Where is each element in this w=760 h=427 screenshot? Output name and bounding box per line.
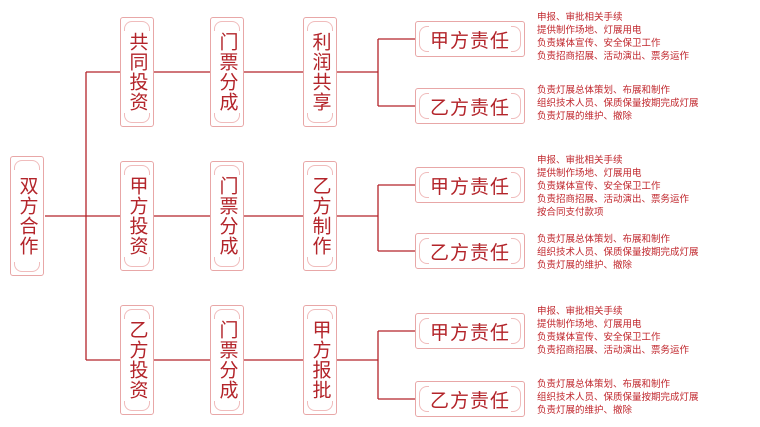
duty-item: 负责灯展总体策划、布展和制作 (537, 234, 671, 245)
duty-item: 负责招商招展、活动演出、票务运作 (537, 345, 690, 356)
duty-item: 负责招商招展、活动演出、票务运作 (537, 51, 690, 62)
party-a-duties-list-2: 申报、审批相关手续 提供制作场地、灯展用电 负责媒体宣传、安全保卫工作 负责招商… (537, 154, 757, 219)
duty-item: 提供制作场地、灯展用电 (537, 168, 642, 179)
mode-node-party-a-approve: 甲方报批 (303, 305, 337, 415)
duty-item: 组织技术人员、保质保量按期完成灯展 (537, 98, 699, 109)
duty-item: 负责灯展总体策划、布展和制作 (537, 379, 671, 390)
mode-node-profit-share: 利润共享 (303, 17, 337, 127)
party-a-duties-list-1: 申报、审批相关手续 提供制作场地、灯展用电 负责媒体宣传、安全保卫工作 负责招商… (537, 11, 757, 63)
duty-item: 提供制作场地、灯展用电 (537, 25, 642, 36)
duty-item: 申报、审批相关手续 (537, 12, 623, 23)
duty-item: 提供制作场地、灯展用电 (537, 319, 642, 330)
duty-item: 负责灯展的维护、撤除 (537, 405, 633, 416)
duty-item: 按合同支付款项 (537, 207, 604, 218)
duty-item: 负责媒体宣传、安全保卫工作 (537, 38, 661, 49)
duty-item: 组织技术人员、保质保量按期完成灯展 (537, 392, 699, 403)
root-node: 双方合作 (10, 156, 44, 276)
duty-item: 负责媒体宣传、安全保卫工作 (537, 332, 661, 343)
party-a-duties-list-3: 申报、审批相关手续 提供制作场地、灯展用电 负责媒体宣传、安全保卫工作 负责招商… (537, 305, 757, 357)
party-b-duty-box-1: 乙方责任 (415, 88, 525, 124)
duty-item: 负责招商招展、活动演出、票务运作 (537, 194, 690, 205)
duty-item: 组织技术人员、保质保量按期完成灯展 (537, 247, 699, 258)
investor-node-joint: 共同投资 (120, 17, 154, 127)
party-a-duty-box-1: 甲方责任 (415, 21, 525, 57)
party-a-duty-box-3: 甲方责任 (415, 313, 525, 349)
investor-node-party-a: 甲方投资 (120, 161, 154, 271)
duty-item: 负责灯展的维护、撤除 (537, 260, 633, 271)
party-b-duties-list-2: 负责灯展总体策划、布展和制作 组织技术人员、保质保量按期完成灯展 负责灯展的维护… (537, 233, 757, 272)
party-b-duties-list-1: 负责灯展总体策划、布展和制作 组织技术人员、保质保量按期完成灯展 负责灯展的维护… (537, 84, 757, 123)
ticket-node-2: 门票分成 (210, 161, 244, 271)
duty-item: 负责媒体宣传、安全保卫工作 (537, 181, 661, 192)
party-b-duties-list-3: 负责灯展总体策划、布展和制作 组织技术人员、保质保量按期完成灯展 负责灯展的维护… (537, 378, 757, 417)
investor-node-party-b: 乙方投资 (120, 305, 154, 415)
mode-node-party-b-produce: 乙方制作 (303, 161, 337, 271)
duty-item: 负责灯展的维护、撤除 (537, 111, 633, 122)
duty-item: 申报、审批相关手续 (537, 155, 623, 166)
duty-item: 申报、审批相关手续 (537, 306, 623, 317)
party-b-duty-box-3: 乙方责任 (415, 381, 525, 417)
party-b-duty-box-2: 乙方责任 (415, 233, 525, 269)
duty-item: 负责灯展总体策划、布展和制作 (537, 85, 671, 96)
party-a-duty-box-2: 甲方责任 (415, 167, 525, 203)
ticket-node-1: 门票分成 (210, 17, 244, 127)
ticket-node-3: 门票分成 (210, 305, 244, 415)
